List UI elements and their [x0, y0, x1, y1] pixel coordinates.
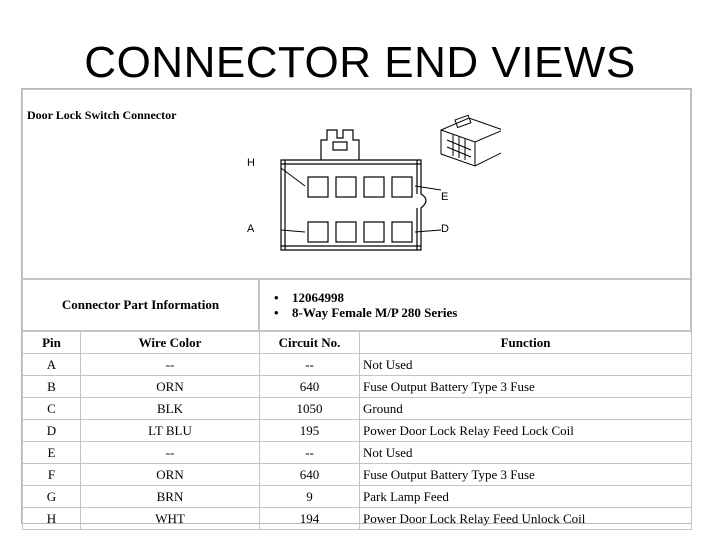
table-row: H WHT 194 Power Door Lock Relay Feed Unl… [22, 507, 692, 530]
part-info-label-cell: Connector Part Information [22, 279, 259, 331]
circuit-cell: 9 [259, 485, 360, 508]
part-description: 8-Way Female M/P 280 Series [274, 305, 457, 320]
diagram-title: Door Lock Switch Connector [27, 108, 177, 122]
pin-cell: E [22, 441, 81, 464]
table-row: C BLK 1050 Ground [22, 397, 692, 420]
function-cell: Park Lamp Feed [359, 485, 692, 508]
part-info-label: Connector Part Information [61, 297, 220, 312]
table-row: E -- -- Not Used [22, 441, 692, 464]
pin-cell: F [22, 463, 81, 486]
connector-diagram-cell: Door Lock Switch Connector [22, 89, 691, 279]
wire-color-cell: LT BLU [80, 419, 260, 442]
column-header-pin: Pin [22, 331, 81, 354]
circuit-cell: -- [259, 441, 360, 464]
locking-tab [320, 129, 360, 160]
table-row: D LT BLU 195 Power Door Lock Relay Feed … [22, 419, 692, 442]
function-cell: Fuse Output Battery Type 3 Fuse [359, 463, 692, 486]
pin-cell: G [22, 485, 81, 508]
connector-housing [280, 159, 427, 251]
pin-cell: B [22, 375, 81, 398]
function-cell: Not Used [359, 441, 692, 464]
circuit-cell: 640 [259, 463, 360, 486]
table-row: F ORN 640 Fuse Output Battery Type 3 Fus… [22, 463, 692, 486]
function-cell: Fuse Output Battery Type 3 Fuse [359, 375, 692, 398]
wire-color-cell: WHT [80, 507, 260, 530]
circuit-cell: 194 [259, 507, 360, 530]
table-row: G BRN 9 Park Lamp Feed [22, 485, 692, 508]
column-header-wire-color: Wire Color [80, 331, 260, 354]
function-cell: Power Door Lock Relay Feed Lock Coil [359, 419, 692, 442]
function-cell: Power Door Lock Relay Feed Unlock Coil [359, 507, 692, 530]
wire-color-cell: -- [80, 353, 260, 376]
cavity-row-top [307, 176, 413, 198]
connector-document: Door Lock Switch Connector [21, 88, 692, 530]
wire-color-cell: -- [80, 441, 260, 464]
table-row: B ORN 640 Fuse Output Battery Type 3 Fus… [22, 375, 692, 398]
column-header-circuit-no: Circuit No. [259, 331, 360, 354]
function-cell: Ground [359, 397, 692, 420]
connector-end-view-drawing: H A E D [247, 114, 501, 251]
pin-a-label: A [247, 223, 255, 235]
slide-title: CONNECTOR END VIEWS [84, 38, 636, 87]
connector-perspective-icon [440, 114, 501, 167]
column-header-function: Function [359, 331, 692, 354]
part-info-list: 12064998 8-Way Female M/P 280 Series [274, 280, 457, 330]
pin-leader-lines [280, 167, 442, 233]
wire-color-cell: BLK [80, 397, 260, 420]
function-cell: Not Used [359, 353, 692, 376]
pin-cell: H [22, 507, 81, 530]
pin-h-label: H [247, 157, 255, 169]
circuit-cell: 640 [259, 375, 360, 398]
cavity-row-bottom [307, 221, 413, 243]
pin-cell: C [22, 397, 81, 420]
wire-color-cell: ORN [80, 375, 260, 398]
wire-color-cell: ORN [80, 463, 260, 486]
circuit-cell: 1050 [259, 397, 360, 420]
pin-e-label: E [441, 191, 448, 203]
pin-cell: D [22, 419, 81, 442]
pin-cell: A [22, 353, 81, 376]
pin-d-label: D [441, 223, 449, 235]
part-info-values-cell: 12064998 8-Way Female M/P 280 Series [259, 279, 691, 331]
table-row: A -- -- Not Used [22, 353, 692, 376]
circuit-cell: -- [259, 353, 360, 376]
circuit-cell: 195 [259, 419, 360, 442]
wire-color-cell: BRN [80, 485, 260, 508]
pin-table: Pin Wire Color Circuit No. Function A --… [22, 331, 692, 530]
table-header-row: Pin Wire Color Circuit No. Function [22, 331, 692, 354]
part-number: 12064998 [274, 290, 457, 305]
